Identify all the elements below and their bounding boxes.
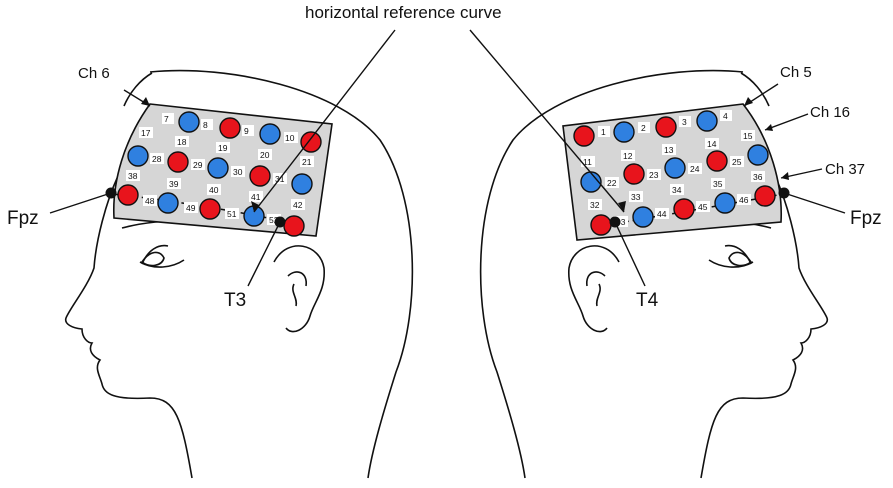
channel-number: 39 xyxy=(169,179,179,189)
channel-number: 8 xyxy=(203,120,208,130)
channel-number: 24 xyxy=(690,164,700,174)
channel-number: 7 xyxy=(164,114,169,124)
right-fpz-label: Fpz xyxy=(850,208,882,229)
right-blue-optode xyxy=(665,158,685,178)
right-red-optode xyxy=(591,215,611,235)
right-red-optode xyxy=(707,151,727,171)
channel-number: 32 xyxy=(590,200,600,210)
left-blue-optode xyxy=(128,146,148,166)
channel-number: 12 xyxy=(623,151,633,161)
left-red-optode xyxy=(301,132,321,152)
channel-number: 29 xyxy=(193,160,203,170)
left-red-optode xyxy=(168,152,188,172)
right-red-optode xyxy=(656,117,676,137)
right-channel-label-bottom: Ch 37 xyxy=(825,161,865,178)
channel-number: 36 xyxy=(753,172,763,182)
channel-number: 35 xyxy=(713,179,723,189)
channel-number: 10 xyxy=(285,133,295,143)
channel-number: 9 xyxy=(244,126,249,136)
channel-number: 34 xyxy=(672,185,682,195)
channel-number: 2 xyxy=(641,123,646,133)
left-red-optode xyxy=(200,199,220,219)
channel-number: 4 xyxy=(723,111,728,121)
left-blue-optode xyxy=(158,193,178,213)
channel-number: 33 xyxy=(631,192,641,202)
channel-number: 38 xyxy=(128,171,138,181)
channel-number: 41 xyxy=(251,192,261,202)
channel-number: 44 xyxy=(657,209,667,219)
left-blue-optode xyxy=(292,174,312,194)
channel-number: 19 xyxy=(218,143,228,153)
right-channel-label-top: Ch 5 xyxy=(780,64,812,81)
channel-number: 48 xyxy=(145,196,155,206)
left-red-optode xyxy=(220,118,240,138)
channel-number: 51 xyxy=(227,209,237,219)
right-blue-optode xyxy=(614,122,634,142)
channel-number: 25 xyxy=(732,157,742,167)
channel-number: 45 xyxy=(698,202,708,212)
channel-number: 21 xyxy=(302,157,312,167)
left-channel-label: Ch 6 xyxy=(78,65,110,82)
left-blue-optode xyxy=(260,124,280,144)
t4-label: T4 xyxy=(636,290,659,311)
channel-number: 46 xyxy=(739,195,749,205)
channel-number: 15 xyxy=(743,131,753,141)
channel-number: 3 xyxy=(682,117,687,127)
channel-number: 1 xyxy=(601,127,606,137)
right-red-optode xyxy=(624,164,644,184)
left-blue-optode xyxy=(179,112,199,132)
right-blue-optode xyxy=(715,193,735,213)
left-blue-optode xyxy=(208,158,228,178)
channel-number: 13 xyxy=(664,145,674,155)
t3-label: T3 xyxy=(224,290,246,311)
channel-number: 40 xyxy=(209,185,219,195)
right-red-optode xyxy=(674,199,694,219)
channel-number: 17 xyxy=(141,128,151,138)
left-red-optode xyxy=(284,216,304,236)
channel-number: 23 xyxy=(649,170,659,180)
channel-number: 18 xyxy=(177,137,187,147)
channel-number: 30 xyxy=(233,167,243,177)
right-blue-optode xyxy=(697,111,717,131)
channel-number: 42 xyxy=(293,200,303,210)
right-blue-optode xyxy=(748,145,768,165)
channel-number: 22 xyxy=(607,178,617,188)
channel-number: 14 xyxy=(707,139,717,149)
channel-number: 20 xyxy=(260,150,270,160)
diagram-title: horizontal reference curve xyxy=(305,3,502,22)
right-red-optode xyxy=(574,126,594,146)
channel-number: 28 xyxy=(152,154,162,164)
right-blue-optode xyxy=(633,207,653,227)
left-fpz-label: Fpz xyxy=(7,208,39,229)
right-channel-label-mid: Ch 16 xyxy=(810,104,850,121)
left-red-optode xyxy=(250,166,270,186)
left-red-optode xyxy=(118,185,138,205)
right-red-optode xyxy=(755,186,775,206)
channel-number: 49 xyxy=(186,203,196,213)
